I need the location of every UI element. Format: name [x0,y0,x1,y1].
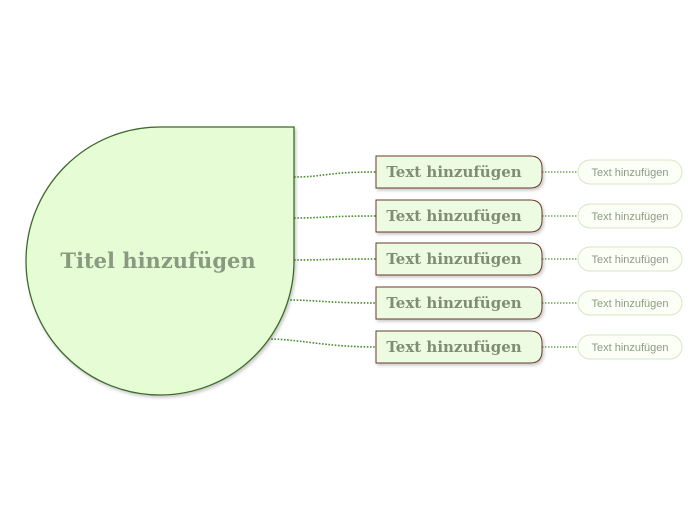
subtopic-label: Text hinzufügen [591,167,668,179]
topic-node[interactable]: Text hinzufügen [375,330,543,364]
subtopic-shape [577,159,683,185]
topic-label: Text hinzufügen [386,163,521,181]
subtopic-shape [577,203,683,229]
topic-connector [293,258,377,261]
subtopic-label: Text hinzufügen [591,342,668,354]
topic-label: Text hinzufügen [386,250,521,268]
root-shape [25,126,295,396]
topic-connector [286,299,377,304]
subtopic-shape [577,246,683,272]
topic-shape [375,199,543,233]
topic-shape [375,155,543,189]
topic-shape [375,286,543,320]
root-title: Titel hinzufügen [60,248,255,273]
root-node[interactable]: Titel hinzufügen [25,126,295,396]
subtopic-node[interactable]: Text hinzufügen [577,290,683,316]
subtopic-node[interactable]: Text hinzufügen [577,334,683,360]
subtopic-shape [577,334,683,360]
subtopic-label: Text hinzufügen [591,211,668,223]
topic-connector [267,338,377,348]
subtopic-label: Text hinzufügen [591,254,668,266]
topic-shape [375,330,543,364]
topic-shape [375,242,543,276]
topic-node[interactable]: Text hinzufügen [375,286,543,320]
subtopic-shape [577,290,683,316]
topic-node[interactable]: Text hinzufügen [375,155,543,189]
connectors [267,171,578,348]
topic-label: Text hinzufügen [386,338,521,356]
topic-connector [293,171,377,178]
subtopic-node[interactable]: Text hinzufügen [577,246,683,272]
subtopic-label: Text hinzufügen [591,298,668,310]
topic-connector [293,215,377,219]
subtopic-node[interactable]: Text hinzufügen [577,159,683,185]
topic-node[interactable]: Text hinzufügen [375,199,543,233]
subtopic-node[interactable]: Text hinzufügen [577,203,683,229]
topic-label: Text hinzufügen [386,294,521,312]
topic-node[interactable]: Text hinzufügen [375,242,543,276]
topic-label: Text hinzufügen [386,207,521,225]
